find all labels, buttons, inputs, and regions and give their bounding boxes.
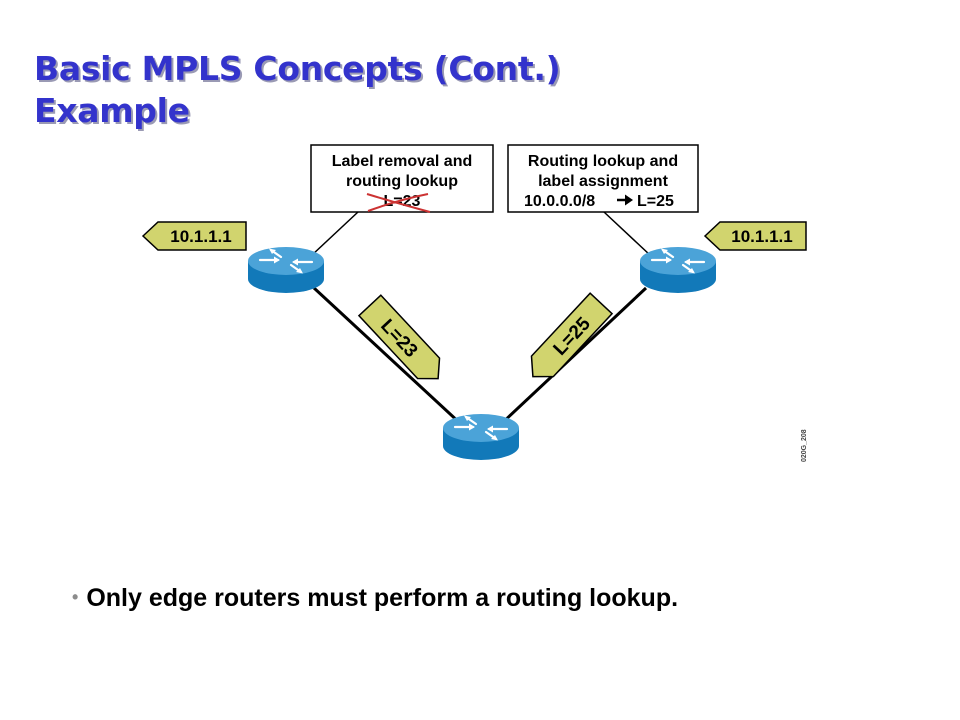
address-flag-right: 10.1.1.1 [703, 221, 807, 251]
callout-right-new-label: L=25 [637, 193, 674, 210]
link-left [312, 286, 464, 427]
callout-right-line-1: Routing lookup and [528, 153, 678, 170]
address-flag-left: 10.1.1.1 [141, 221, 247, 251]
label-flag-right: L=25 [530, 292, 614, 378]
callout-right-line-2: label assignment [538, 173, 668, 190]
figure-id: 020G_208 [801, 429, 808, 462]
callout-right-connector [603, 211, 651, 256]
title-line-1: Basic MPLS Concepts (Cont.) [34, 49, 561, 88]
callout-right: Routing lookup and label assignment 10.0… [507, 144, 699, 213]
bullet-item: • Only edge routers must perform a routin… [72, 584, 678, 613]
router-icon-core [441, 412, 521, 462]
address-flag-left-text: 10.1.1.1 [170, 227, 231, 246]
bullet-dot-icon: • [72, 587, 79, 607]
bullet-text: Only edge routers must perform a routing… [86, 584, 679, 612]
title-line-2: Example [34, 91, 190, 130]
callout-left: Label removal and routing lookup L=23 [310, 144, 494, 213]
callout-left-line-2: routing lookup [346, 173, 458, 190]
router-icon-edge-left [246, 245, 326, 295]
strike-through-mark [366, 193, 431, 213]
callout-right-prefix: 10.0.0.0/8 [524, 193, 595, 210]
router-icon-edge-right [638, 245, 718, 295]
callout-left-connector [311, 211, 359, 256]
arrow-right-icon [617, 194, 633, 206]
address-flag-right-text: 10.1.1.1 [731, 227, 792, 246]
slide-title: Basic MPLS Concepts (Cont.) Example [34, 48, 561, 132]
callout-left-line-1: Label removal and [332, 153, 473, 170]
